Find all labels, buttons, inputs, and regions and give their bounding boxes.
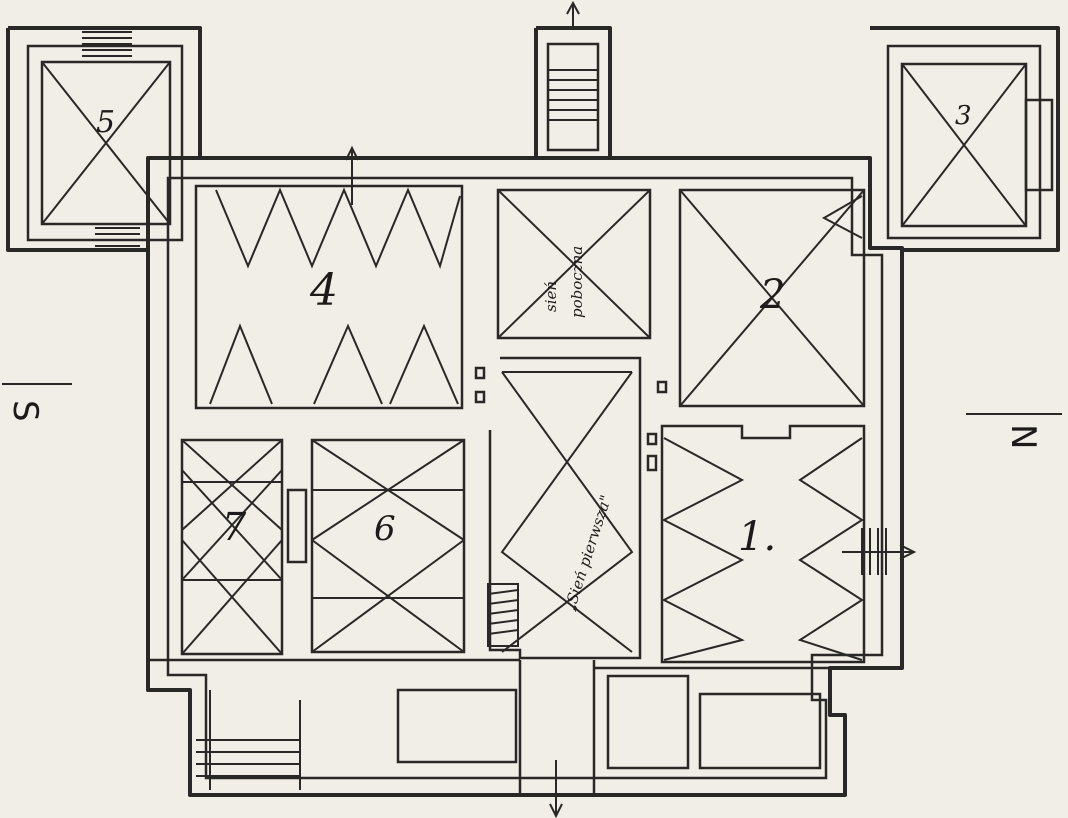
room-1: 1. (660, 424, 917, 664)
room-7-number: 7 (222, 505, 247, 549)
tower-5: 5 (40, 31, 172, 247)
room-1-number: 1. (738, 514, 776, 560)
south-range (148, 658, 830, 818)
room-3-number: 3 (955, 101, 972, 131)
stair-tower-5-top (82, 31, 132, 57)
outer-walls (6, 26, 1060, 797)
room-2-number: 2 (759, 272, 785, 318)
side-hall-label-1: sień (542, 281, 560, 312)
compass-south-label: S (5, 400, 45, 422)
first-hall-label: „Sień pierwsza" (561, 493, 615, 614)
north-stair (548, 69, 598, 121)
room-4: 4 (194, 145, 464, 410)
room-6: 6 (310, 438, 466, 654)
room-2: 2 (678, 188, 866, 408)
stair-tower-5-bottom (95, 227, 140, 247)
north-exit-arrow (566, 0, 580, 30)
room-6-number: 6 (374, 509, 396, 549)
south-west-stair (196, 690, 301, 790)
hall-stair (487, 583, 519, 647)
compass-north: N (966, 413, 1062, 449)
room-side-hall: sień poboczna (496, 188, 652, 340)
room-5-number: 5 (96, 105, 115, 140)
room-first-hall: „Sień pierwsza" (474, 356, 668, 660)
compass-north-label: N (1003, 424, 1043, 449)
room-4-number: 4 (309, 265, 338, 316)
tower-3: 3 (900, 62, 1054, 228)
room-7: 7 (180, 438, 308, 656)
compass-south: S (2, 383, 72, 422)
side-hall-label-2: poboczna (568, 246, 586, 318)
